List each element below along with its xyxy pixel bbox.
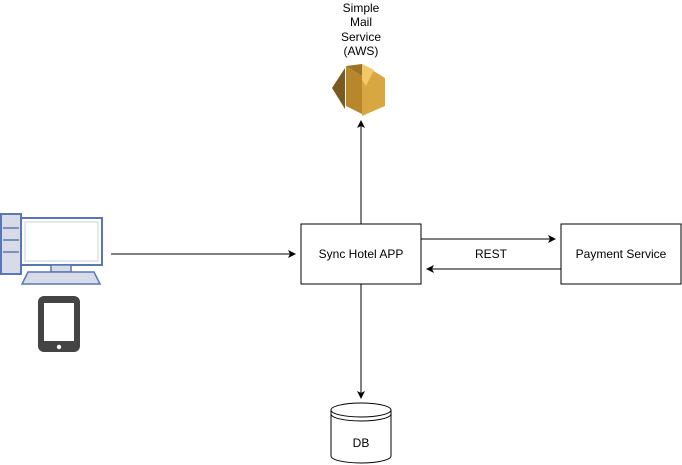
ses-label: Simple Mail Service (AWS) <box>341 1 381 58</box>
db-node: DB <box>330 402 392 464</box>
ses-label-line: Simple <box>343 1 380 15</box>
ses-label-line: Mail <box>350 15 372 29</box>
desktop-computer-icon <box>0 213 103 285</box>
ses-label-line: Service <box>341 30 381 44</box>
payment-service-node: Payment Service <box>560 223 682 285</box>
aws-ses-icon <box>332 64 385 116</box>
edge-label-rest: REST <box>475 247 508 261</box>
app-node: Sync Hotel APP <box>300 223 422 285</box>
ses-label-line: (AWS) <box>344 44 379 58</box>
payment-service-label: Payment Service <box>576 247 667 261</box>
db-label: DB <box>353 436 370 450</box>
app-node-label: Sync Hotel APP <box>319 247 404 261</box>
tablet-icon <box>38 296 80 352</box>
